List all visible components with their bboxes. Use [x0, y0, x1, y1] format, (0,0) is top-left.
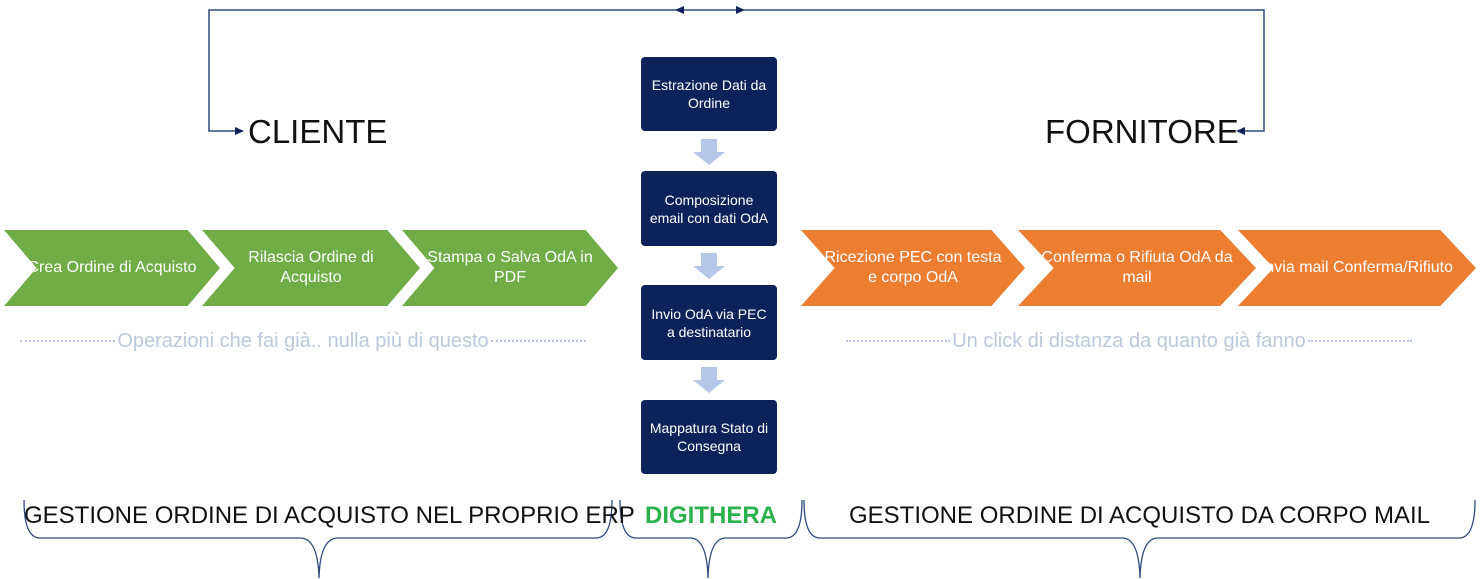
supplier-step-label: Conferma o Rifiuta OdA da mail — [1041, 249, 1233, 286]
client-caption: Operazioni che fai già.. nulla più di qu… — [20, 328, 587, 354]
section-label-digithera: DIGITHERA — [645, 502, 777, 529]
client-caption-text: Operazioni che fai già.. nulla più di qu… — [117, 329, 489, 352]
digithera-step-label: Composizione email con dati OdA — [649, 191, 769, 226]
client-step-label: Crea Ordine di Acquisto — [27, 259, 197, 276]
client-step-print-pdf: Stampa o Salva OdA in PDF — [402, 230, 618, 306]
supplier-step-send-mail: Invia mail Conferma/Rifiuto — [1238, 230, 1476, 306]
digithera-step-compose-email: Composizione email con dati OdA — [641, 171, 777, 246]
client-step-create-order: Crea Ordine di Acquisto — [4, 230, 220, 306]
client-label: CLIENTE — [248, 113, 388, 150]
digithera-step-delivery-status: Mappatura Stato di Consegna — [641, 400, 777, 474]
supplier-caption: Un click di distanza da quanto già fanno — [846, 328, 1413, 354]
client-step-release-order: Rilascia Ordine di Acquisto — [202, 230, 420, 306]
supplier-label: FORNITORE — [1045, 113, 1239, 150]
digithera-step-label: Estrazione Dati da Ordine — [651, 77, 767, 111]
digithera-step-send-pec: Invio OdA via PEC a destinatario — [641, 285, 777, 360]
section-label-erp: GESTIONE ORDINE DI ACQUISTO NEL PROPRIO … — [24, 502, 635, 529]
supplier-step-label: Invia mail Conferma/Rifiuto — [1260, 259, 1454, 276]
supplier-caption-text: Un click di distanza da quanto già fanno — [952, 329, 1306, 352]
supplier-step-receive-pec: Ricezione PEC con testa e corpo OdA — [801, 230, 1025, 306]
digithera-step-label: Mappatura Stato di Consegna — [649, 420, 769, 454]
digithera-step-label: Invio OdA via PEC a destinatario — [651, 305, 767, 340]
client-step-label: Rilascia Ordine di Acquisto — [248, 249, 374, 286]
client-step-label: Stampa o Salva OdA in PDF — [427, 249, 593, 286]
digithera-step-extract-data: Estrazione Dati da Ordine — [641, 57, 777, 131]
supplier-step-confirm-reject: Conferma o Rifiuta OdA da mail — [1018, 230, 1256, 306]
section-label-mail: GESTIONE ORDINE DI ACQUISTO DA CORPO MAI… — [849, 502, 1430, 529]
supplier-step-label: Ricezione PEC con testa e corpo OdA — [824, 249, 1002, 286]
